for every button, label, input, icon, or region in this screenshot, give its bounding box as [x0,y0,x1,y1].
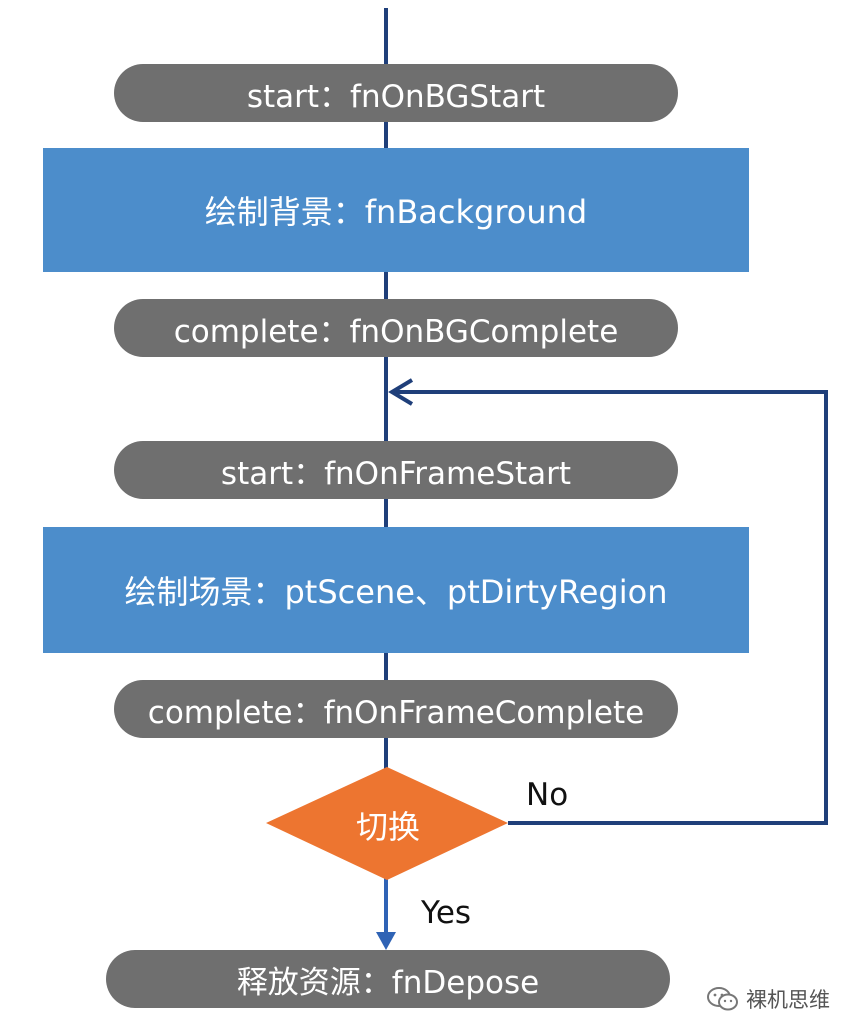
bg-complete-node: complete：fnOnBGComplete [114,299,678,357]
loop-arrow-head [388,378,414,406]
watermark-text: 裸机思维 [746,988,830,1012]
frame-complete-node: complete：fnOnFrameComplete [114,680,678,738]
yes-edge-label: Yes [421,895,472,931]
watermark: 裸机思维 [706,984,830,1014]
release-node: 释放资源：fnDepose [106,950,670,1008]
loop-back-line [392,390,828,825]
decision-diamond [266,767,508,880]
bg-start-node: start：fnOnBGStart [114,64,678,122]
draw-background-node: 绘制背景：fnBackground [43,148,749,272]
no-edge-label: No [526,777,569,813]
yes-arrow-head [376,932,396,950]
switch-decision-label: 切换 [355,808,420,846]
frame-start-node: start：fnOnFrameStart [114,441,678,499]
wechat-icon [707,987,738,1011]
draw-scene-node: 绘制场景：ptScene、ptDirtyRegion [43,527,749,653]
